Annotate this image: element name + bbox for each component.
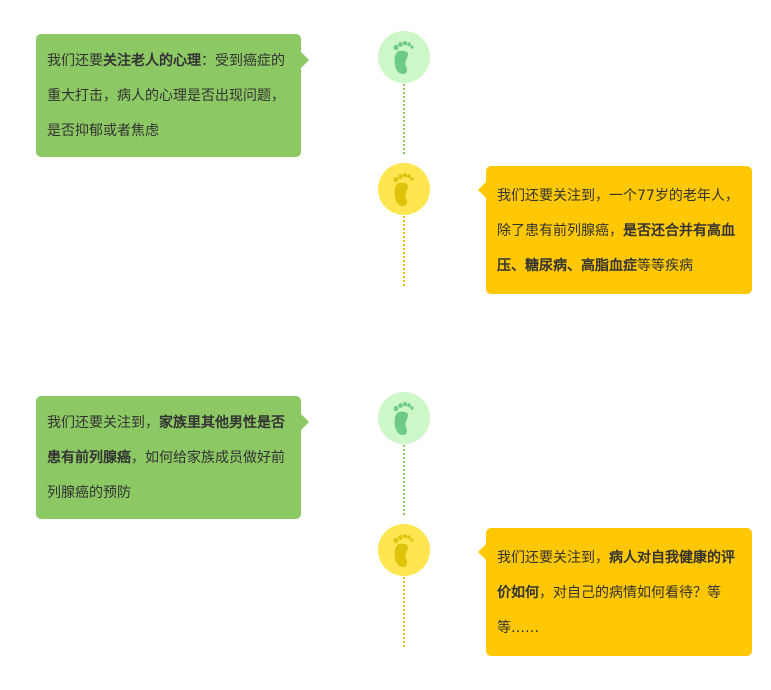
footprint-icon (378, 163, 430, 215)
card-text-bold: 家族里其他男性是否患有前列腺癌 (47, 415, 285, 466)
footprint-icon (378, 31, 430, 83)
footprint-icon (378, 392, 430, 444)
timeline-card-4: 我们还要关注到，病人对自我健康的评价如何，对自己的病情如何看待？等等…… (478, 528, 752, 656)
card-text-bold: 病人对自我健康的评价如何 (497, 550, 735, 601)
timeline-card-3: 我们还要关注到，家族里其他男性是否患有前列腺癌，如何给家族成员做好前列腺癌的预防 (36, 396, 309, 519)
card-text-bold: 关注老人的心理 (103, 53, 201, 69)
timeline-connector (403, 216, 405, 286)
card-text: 我们还要关注到， (47, 415, 159, 431)
card-text: 我们还要 (47, 53, 103, 69)
card-text: 我们还要关注到， (497, 550, 609, 566)
card-text: 我们还要关注到，一个77岁的老年人，除了患有前列腺癌， (497, 188, 739, 239)
timeline-connector (403, 577, 405, 647)
timeline-connector (403, 84, 405, 154)
card-text: ：受到癌症的重大打击，病人的心理是否出现问题，是否抑郁或者焦虑 (47, 53, 285, 139)
timeline-connector (403, 445, 405, 515)
footprint-icon (378, 524, 430, 576)
card-text-bold: 是否还合并有高血压、糖尿病、高脂血症 (497, 223, 735, 274)
card-text: ，如何给家族成员做好前列腺癌的预防 (47, 450, 285, 501)
card-text: 等等疾病 (637, 258, 693, 274)
card-text: ，对自己的病情如何看待？等等…… (497, 585, 721, 636)
timeline-card-1: 我们还要关注老人的心理：受到癌症的重大打击，病人的心理是否出现问题，是否抑郁或者… (36, 34, 309, 157)
timeline-card-2: 我们还要关注到，一个77岁的老年人，除了患有前列腺癌，是否还合并有高血压、糖尿病… (478, 166, 752, 294)
